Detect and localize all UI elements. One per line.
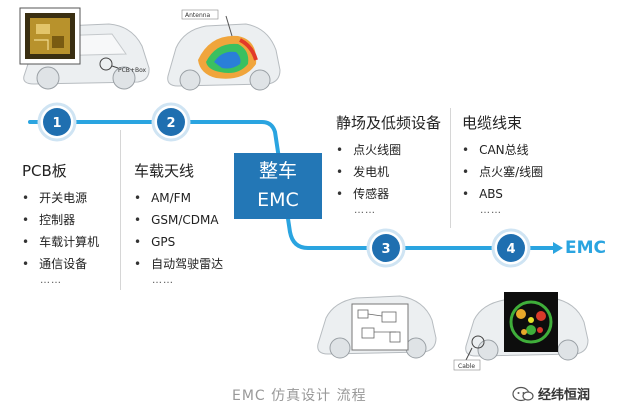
list-item: 点火线圈 xyxy=(336,139,441,161)
more-ellipsis: …… xyxy=(152,275,174,286)
column-item-list: CAN总线 点火塞/线圈 ABS xyxy=(462,139,543,205)
list-item: 控制器 xyxy=(22,209,99,231)
list-item: AM/FM xyxy=(134,187,223,209)
car-low-frequency-illustration xyxy=(317,295,437,359)
list-item: 发电机 xyxy=(336,161,441,183)
column-title: 电缆线束 xyxy=(462,114,523,132)
column-antenna: 车载天线 AM/FM GSM/CDMA GPS 自动驾驶雷达 …… xyxy=(134,160,223,286)
car-cable-illustration: Cable xyxy=(453,292,589,371)
column-title: 静场及低频设备 xyxy=(336,114,442,132)
list-item: 开关电源 xyxy=(22,187,99,209)
step-circle-3: 3 xyxy=(366,228,406,268)
column-title: 车载天线 xyxy=(134,162,195,180)
vehicle-emc-box: 整车 EMC xyxy=(234,153,322,219)
car1-callout-label: PCB+Box xyxy=(118,67,147,74)
step-circle-2: 2 xyxy=(151,102,191,142)
list-item: 点火塞/线圈 xyxy=(462,161,543,183)
column-item-list: AM/FM GSM/CDMA GPS 自动驾驶雷达 xyxy=(134,187,223,275)
more-ellipsis: …… xyxy=(354,205,376,216)
list-item: 通信设备 xyxy=(22,253,99,275)
column-low-frequency: 静场及低频设备 点火线圈 发电机 传感器 …… xyxy=(336,112,441,216)
column-pcb: PCB板 开关电源 控制器 车载计算机 通信设备 …… xyxy=(22,160,99,286)
list-item: GSM/CDMA xyxy=(134,209,223,231)
figure-caption: EMC 仿真设计 流程 xyxy=(232,388,367,404)
column-title: PCB板 xyxy=(22,162,67,180)
list-item: GPS xyxy=(134,231,223,253)
list-item: 传感器 xyxy=(336,183,441,205)
brand-name: 经纬恒润 xyxy=(538,388,591,403)
step-number-3: 3 xyxy=(381,242,390,257)
car-pcb-illustration: PCB+Box xyxy=(14,6,154,94)
car4-callout-label: Cable xyxy=(458,363,475,370)
step-number-2: 2 xyxy=(166,116,175,131)
more-ellipsis: …… xyxy=(40,275,62,286)
column-divider xyxy=(120,130,121,290)
list-item: ABS xyxy=(462,183,543,205)
brand-watermark: 经纬恒润 xyxy=(512,384,590,403)
column-cable-harness: 电缆线束 CAN总线 点火塞/线圈 ABS …… xyxy=(462,112,543,216)
more-ellipsis: …… xyxy=(480,205,502,216)
vehicle-emc-line2: EMC xyxy=(257,189,299,211)
step-circle-4: 4 xyxy=(491,228,531,268)
car-antenna-illustration: Antenna xyxy=(167,9,281,91)
list-item: CAN总线 xyxy=(462,139,543,161)
step-number-4: 4 xyxy=(506,242,515,257)
column-divider xyxy=(450,108,451,228)
vehicle-emc-line1: 整车 xyxy=(258,160,297,182)
emc-end-label: EMC xyxy=(565,238,607,258)
wechat-icon xyxy=(512,386,534,401)
column-item-list: 开关电源 控制器 车载计算机 通信设备 xyxy=(22,187,99,275)
column-item-list: 点火线圈 发电机 传感器 xyxy=(336,139,441,205)
step-circle-1: 1 xyxy=(37,102,77,142)
list-item: 车载计算机 xyxy=(22,231,99,253)
car2-callout-label: Antenna xyxy=(185,12,211,19)
step-number-1: 1 xyxy=(52,116,61,131)
list-item: 自动驾驶雷达 xyxy=(134,253,223,275)
